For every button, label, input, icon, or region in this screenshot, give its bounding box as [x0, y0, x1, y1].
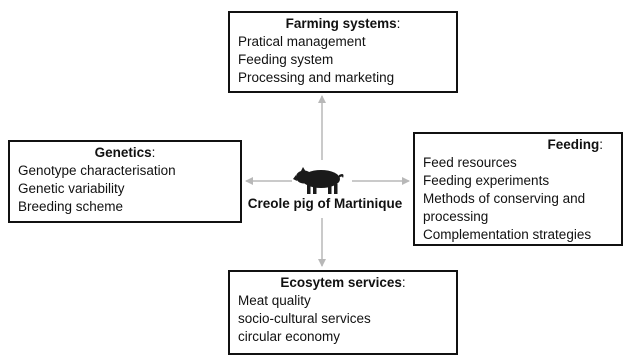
farming-systems-title: Farming systems:: [285, 16, 401, 31]
farming-item: Feeding system: [238, 52, 334, 67]
ecosystem-item: circular economy: [238, 329, 341, 344]
center-label: Creole pig of Martinique: [247, 196, 403, 211]
feeding-box: Feeding: Feed resources Feeding experime…: [413, 132, 623, 246]
feeding-item: Complementation strategies: [423, 227, 592, 242]
genetics-item: Breeding scheme: [18, 199, 124, 214]
farming-item: Pratical management: [238, 34, 366, 49]
ecosystem-services-title: Ecosytem services:: [280, 275, 406, 290]
genetics-box: Genetics: Genotype characterisation Gene…: [8, 140, 242, 223]
farming-item: Processing and marketing: [238, 70, 395, 85]
genetics-title: Genetics:: [94, 145, 156, 160]
ecosystem-item: socio-cultural services: [238, 311, 371, 326]
feeding-item: Methods of conserving and processing: [423, 191, 586, 224]
feeding-item: Feeding experiments: [423, 173, 550, 188]
feeding-title: Feeding:: [547, 137, 603, 152]
feeding-item: Feed resources: [423, 155, 517, 170]
genetics-item: Genetic variability: [18, 181, 125, 196]
farming-systems-box: Farming systems: Pratical management Fee…: [228, 11, 458, 93]
ecosystem-services-box: Ecosytem services: Meat quality socio-cu…: [228, 270, 458, 355]
ecosystem-item: Meat quality: [238, 293, 311, 308]
genetics-item: Genotype characterisation: [18, 163, 176, 178]
pig-icon: [293, 167, 344, 194]
